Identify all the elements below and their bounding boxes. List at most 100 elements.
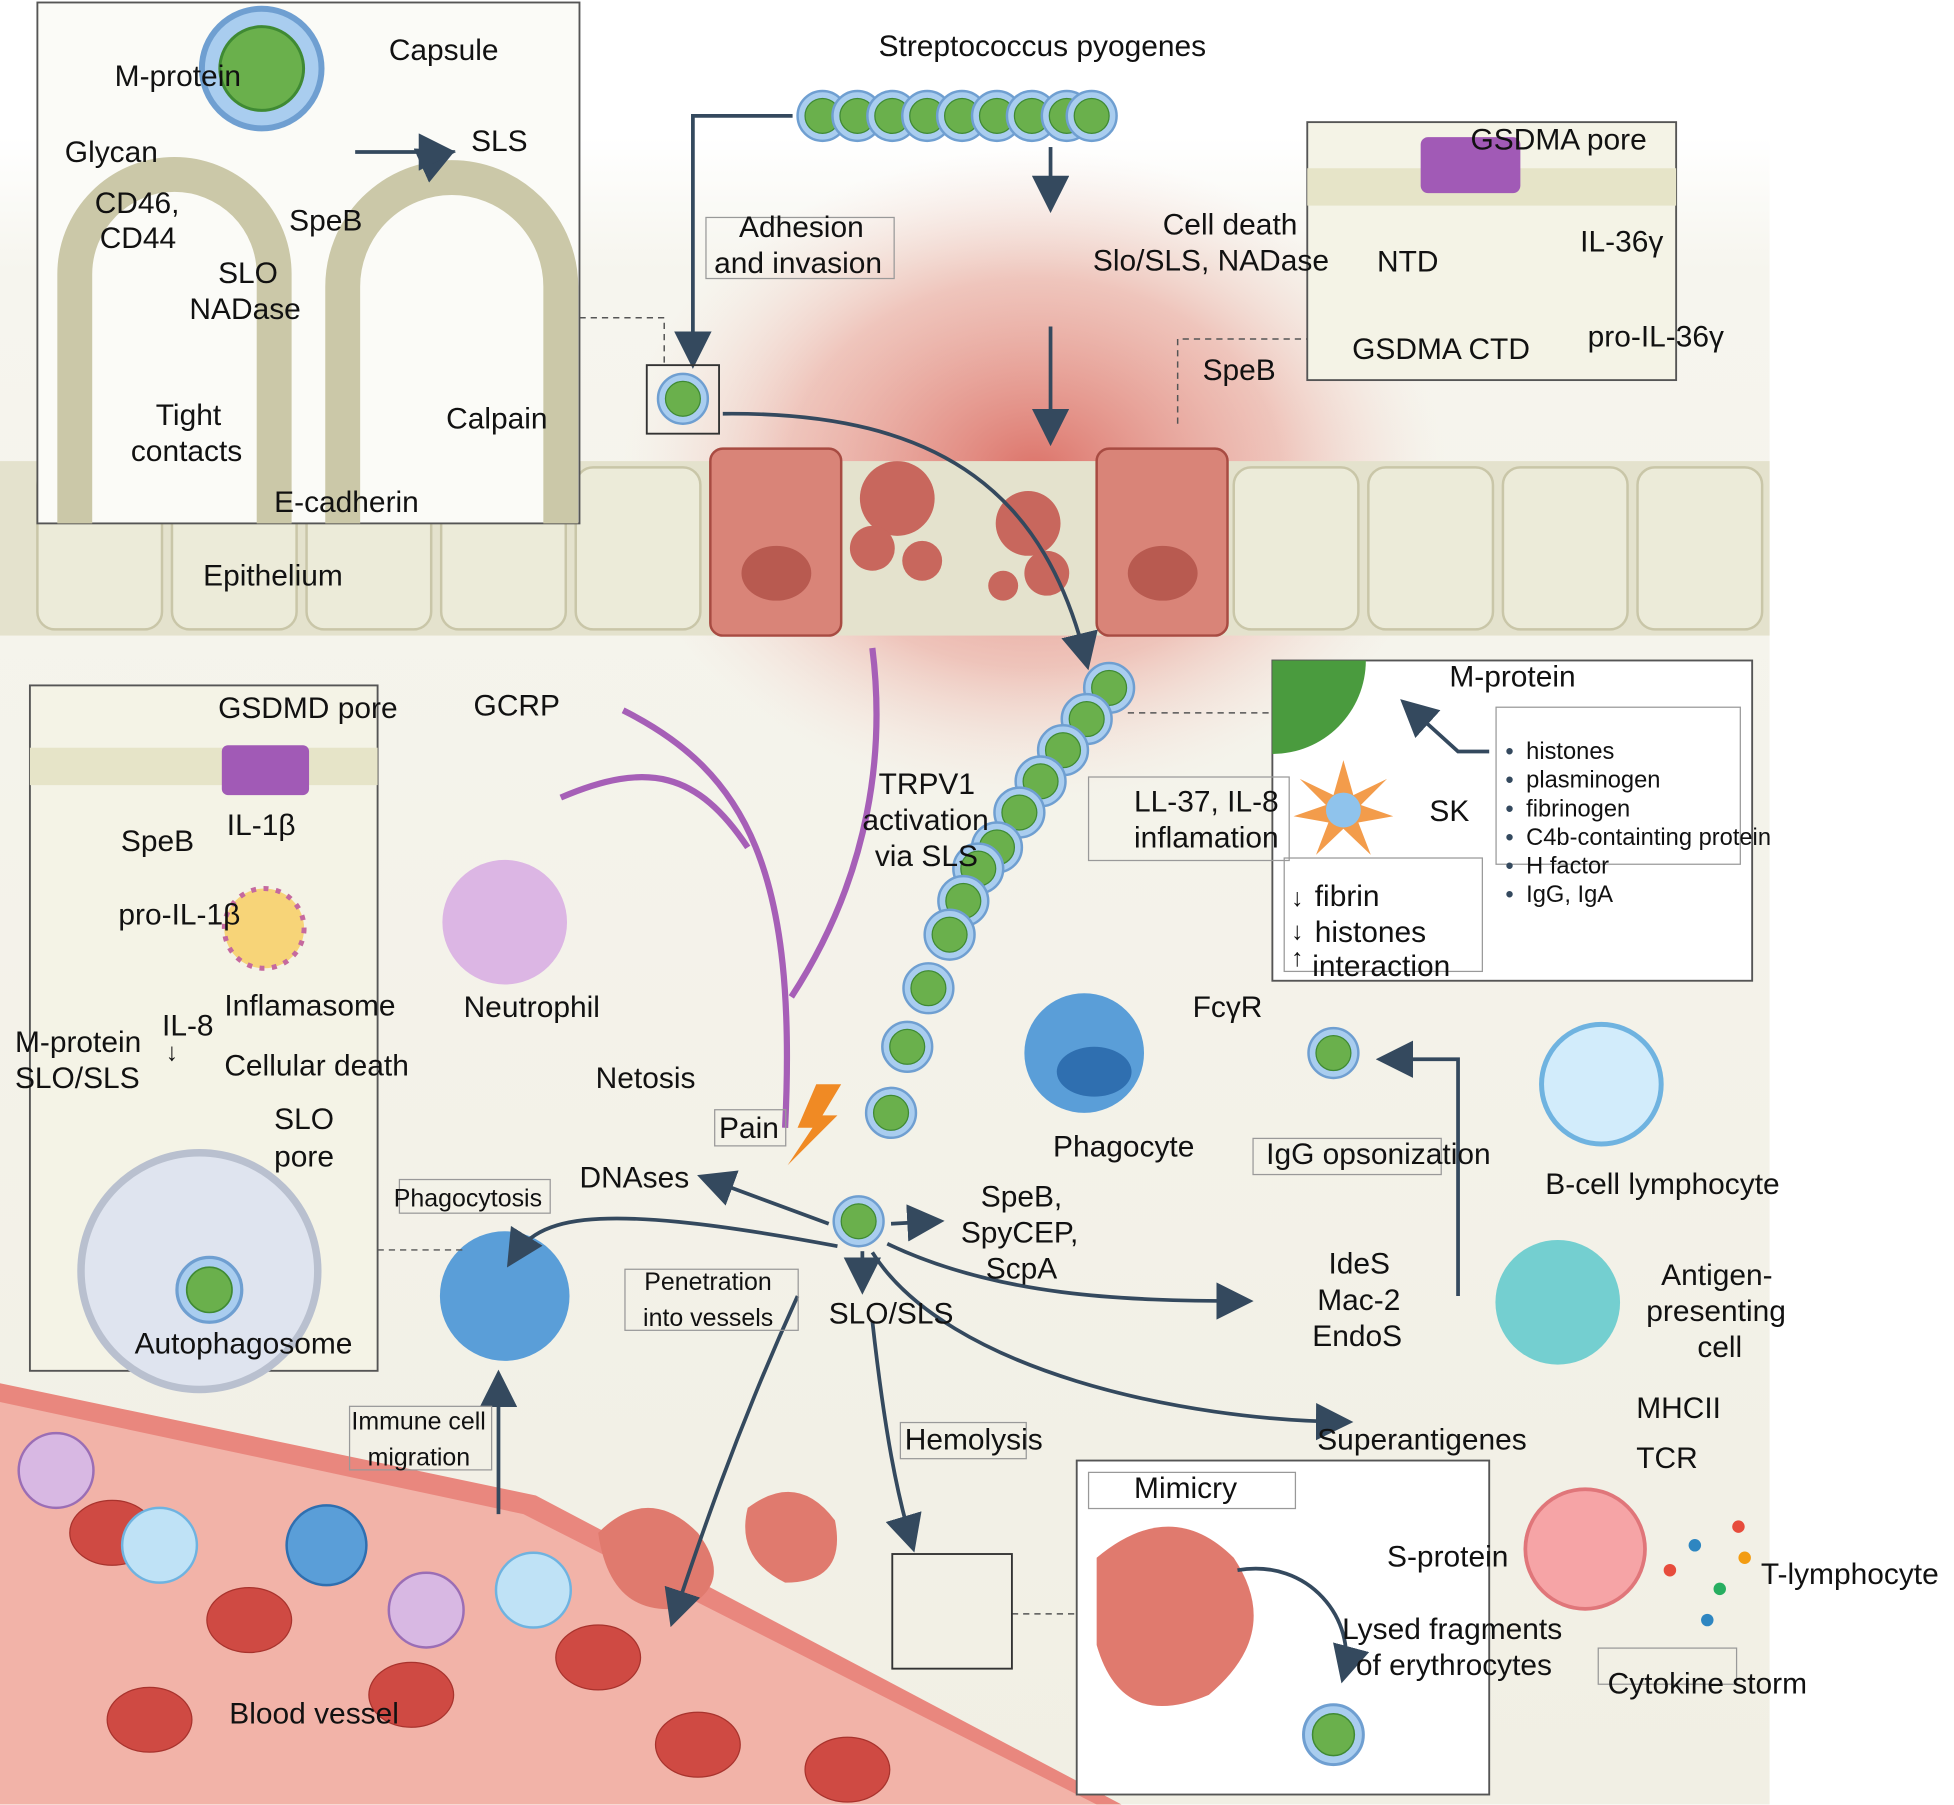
label-capsule: Capsule <box>388 33 499 68</box>
gsdma-pore <box>1420 137 1521 194</box>
label-apc-1: Antigen- <box>1661 1258 1773 1293</box>
label-slo-pore-1: SLO <box>274 1102 335 1137</box>
label-m-protein: M-protein <box>114 59 241 94</box>
label-interaction: interaction <box>1312 949 1451 984</box>
label-cell-death-toxins: Slo/SLS, NADase <box>1092 244 1329 278</box>
label-hemolysis: Hemolysis <box>904 1423 1043 1457</box>
macrophage-cell <box>439 1231 570 1361</box>
label-il36: IL-36γ <box>1580 225 1664 260</box>
gsdmd-pore <box>221 745 310 796</box>
label-migration: migration <box>367 1444 471 1472</box>
label-fibrin: fibrin <box>1314 879 1380 914</box>
label-spycep: SpyCEP, <box>960 1216 1079 1250</box>
label-lysed-fragments: Lysed fragments <box>1342 1612 1563 1647</box>
plasmin-star <box>1293 760 1394 855</box>
label-endos: EndoS <box>1312 1319 1403 1354</box>
down-arrow-icon: ↓ <box>165 1039 179 1067</box>
label-apc-2: presenting <box>1646 1294 1786 1329</box>
label-m-protein-inset: M-protein <box>1449 660 1576 695</box>
label-inflamation: inflamation <box>1134 821 1279 855</box>
label-il1b: IL-1β <box>226 808 296 843</box>
label-adhesion-2: and invasion <box>714 246 883 281</box>
label-apc-3: cell <box>1697 1330 1743 1365</box>
label-netosis: Netosis <box>595 1061 696 1096</box>
label-penetration-1: Penetration <box>644 1268 772 1297</box>
label-trpv1-1: TRPV1 <box>878 767 975 802</box>
label-igg-opsonization: IgG opsonization <box>1266 1137 1491 1172</box>
label-immune-cell: Immune cell <box>351 1408 486 1436</box>
penetration-box <box>624 1268 799 1331</box>
label-mhcii: MHCII <box>1636 1392 1722 1426</box>
label-of-erythrocytes: of erythrocytes <box>1355 1648 1553 1683</box>
label-histones: histones <box>1314 915 1427 950</box>
label-nadase: NADase <box>189 292 301 327</box>
label-pro-il36: pro-IL-36γ <box>1587 320 1724 354</box>
label-cytokine-storm: Cytokine storm <box>1607 1667 1808 1702</box>
label-contacts: contacts <box>130 434 243 469</box>
label-sk: SK <box>1429 795 1470 829</box>
ll37-box <box>1087 776 1290 862</box>
label-epithelium: Epithelium <box>203 559 343 594</box>
label-gsdma-ctd: GSDMA CTD <box>1352 332 1530 367</box>
effects-box <box>1283 857 1483 973</box>
list-item: plasminogen <box>1505 766 1771 795</box>
label-pro-il1b: pro-IL-1β <box>118 898 241 933</box>
label-inflamasome: Inflamasome <box>224 989 396 1024</box>
label-blood-vessel: Blood vessel <box>229 1697 399 1731</box>
list-item: C4b-containting protein <box>1505 824 1771 853</box>
label-mimicry: Mimicry <box>1134 1471 1238 1506</box>
binding-list: histones plasminogen fibrinogen C4b-cont… <box>1505 738 1771 910</box>
label-sls: SLS <box>471 124 528 159</box>
bacteria-chain-top <box>796 89 1118 143</box>
label-slo: SLO <box>218 256 278 291</box>
label-slo-pore-2: pore <box>274 1140 335 1174</box>
label-calpain: Calpain <box>446 402 548 437</box>
label-slo-sls: SLO/SLS <box>828 1297 954 1331</box>
apc-cell <box>1495 1239 1621 1365</box>
blood-vessel <box>0 1383 1122 1805</box>
up-arrow-icon: ↑ <box>1291 944 1304 973</box>
label-speb-center: SpeB, <box>980 1180 1063 1214</box>
neutrophil-cell <box>442 859 568 985</box>
label-ntd: NTD <box>1377 245 1439 280</box>
label-cellular-death: Cellular death <box>224 1049 409 1083</box>
label-phagocytosis: Phagocytosis <box>393 1185 543 1213</box>
label-cell-death: Cell death <box>1162 208 1298 242</box>
label-cd46: CD46, <box>94 186 180 221</box>
label-neutrophil: Neutrophil <box>463 990 600 1025</box>
label-pain: Pain <box>719 1111 779 1146</box>
label-glycan: Glycan <box>64 135 158 170</box>
label-gsdma-pore: GSDMA pore <box>1470 123 1647 158</box>
mimicry-title-box <box>1087 1471 1297 1510</box>
list-item: fibrinogen <box>1505 795 1771 824</box>
label-fcgr: FcγR <box>1192 990 1263 1025</box>
inflammasome <box>221 886 307 971</box>
label-slo-sls-left: SLO/SLS <box>14 1061 140 1096</box>
label-adhesion-1: Adhesion <box>738 210 864 245</box>
label-cd44: CD44 <box>99 221 177 256</box>
label-m-protein-left: M-protein <box>14 1025 142 1060</box>
pain-lightning-icon <box>787 1084 842 1166</box>
b-cell <box>1539 1021 1664 1147</box>
label-e-cadherin: E-cadherin <box>274 486 419 520</box>
label-phagocyte: Phagocyte <box>1053 1130 1195 1164</box>
label-b-cell: B-cell lymphocyte <box>1545 1167 1780 1202</box>
adhesion-box <box>705 216 895 280</box>
t-lymphocyte-cell <box>1523 1487 1647 1611</box>
pain-box <box>714 1109 787 1147</box>
label-gcrp: GCRP <box>473 689 560 723</box>
pathway-arrows <box>355 114 1490 1684</box>
label-scpa: ScpA <box>985 1252 1058 1287</box>
immune-migration-box <box>348 1405 493 1471</box>
label-gsdmd-pore: GSDMD pore <box>218 691 398 726</box>
hemolysis-box <box>899 1421 1027 1460</box>
label-ides: IdeS <box>1328 1247 1390 1282</box>
label-superantigenes: Superantigenes <box>1317 1423 1527 1457</box>
label-speb-left: SpeB <box>120 824 195 859</box>
list-item: H factor <box>1505 852 1771 881</box>
cytokine-box <box>1597 1647 1738 1685</box>
label-tight: Tight <box>155 398 222 433</box>
label-trpv1-3: via SLS <box>874 839 978 874</box>
